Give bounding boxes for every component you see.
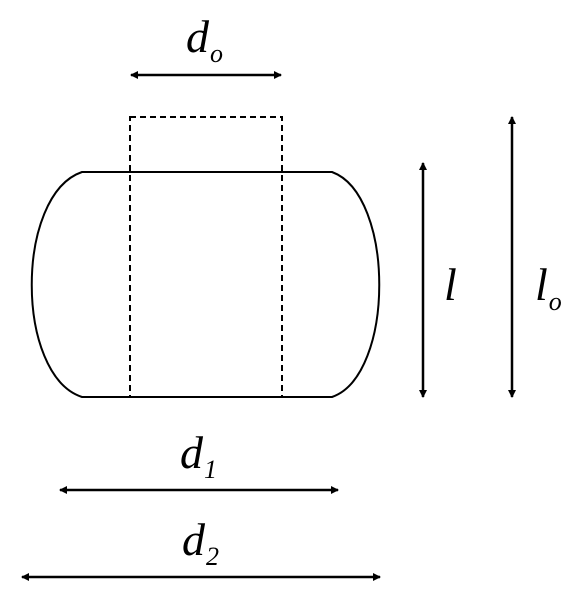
- original-specimen-outline: [129, 116, 283, 398]
- d1-label: d1: [180, 427, 217, 484]
- deformed-specimen-outline: [30, 171, 381, 398]
- d0-label: do: [186, 11, 223, 68]
- l0-label: lo: [535, 259, 562, 316]
- d2-label: d2: [182, 514, 219, 571]
- l-label: l: [444, 259, 457, 310]
